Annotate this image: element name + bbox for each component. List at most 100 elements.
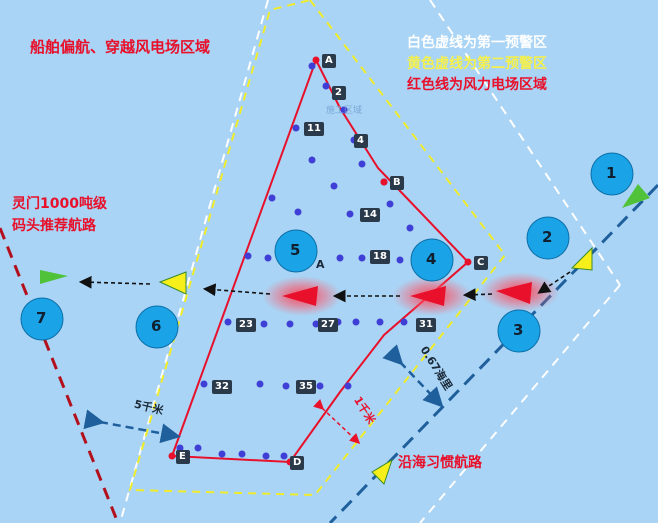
circle-label-6: 6	[151, 317, 162, 335]
turbine-marker	[268, 194, 276, 202]
turbine-marker	[406, 224, 414, 232]
circle-label-2: 2	[542, 228, 553, 246]
turbine-marker	[194, 444, 202, 452]
turbine-markers	[176, 62, 414, 460]
circle-bg-5	[274, 229, 318, 273]
circle-bg-1	[590, 152, 634, 196]
corner-dot	[312, 56, 320, 64]
faint-area-label: 施工区域	[326, 106, 363, 116]
turbine-marker	[358, 254, 366, 262]
turbine-tag-35: 35	[299, 381, 313, 392]
vessel-path-d	[202, 283, 271, 297]
tag-box-14	[360, 208, 380, 222]
tag-box-D	[290, 456, 304, 470]
turbine-tag-27: 27	[321, 319, 335, 330]
turbine-marker	[238, 450, 246, 458]
tag-box-27	[318, 318, 338, 332]
turbine-tag-2: 2	[335, 87, 342, 98]
turbine-marker	[322, 82, 330, 90]
turbine-marker	[294, 208, 302, 216]
tag-box-23	[236, 318, 256, 332]
turbine-marker	[344, 382, 352, 390]
circle-bg-6	[135, 305, 179, 349]
tag-box-2	[332, 86, 346, 100]
turbine-marker	[340, 106, 348, 114]
center-a-label: A	[316, 258, 325, 271]
tag-box-18	[370, 250, 390, 264]
turbine-marker	[224, 318, 232, 326]
tag-box-C	[474, 256, 488, 270]
legend-red: 红色线为风力电场区域	[407, 77, 547, 93]
vessel-green-1	[622, 184, 650, 208]
turbine-marker	[292, 124, 300, 132]
circle-bg-3	[497, 309, 541, 353]
turbine-tag-18: 18	[373, 251, 387, 262]
vessel-path-b	[462, 288, 493, 302]
turbine-marker	[286, 320, 294, 328]
tag-box-4	[354, 134, 368, 148]
turbine-marker	[312, 320, 320, 328]
left-red-dashed-line	[0, 227, 120, 523]
dist-5km-arrow	[83, 409, 181, 444]
vessel-red-2	[410, 286, 446, 306]
vessel-green-2	[40, 270, 68, 284]
turbine-marker	[264, 254, 272, 262]
circle-bg-4	[410, 238, 454, 282]
coastal-route-line	[328, 183, 658, 523]
turbine-marker	[400, 318, 408, 326]
tag-box-E	[176, 450, 190, 464]
turbine-marker	[282, 382, 290, 390]
corner-label-a: A	[325, 55, 333, 66]
turbine-marker	[386, 200, 394, 208]
first-warning-line-left	[119, 0, 269, 523]
corner-dot	[380, 178, 388, 186]
legend-yellow: 黄色虚线为第二预警区	[407, 56, 547, 72]
corner-dot	[168, 452, 176, 460]
tag-boxes	[176, 54, 488, 470]
turbine-tag-4: 4	[357, 135, 364, 146]
turbine-marker	[330, 182, 338, 190]
map-title: 船舶偏航、穿越风电场区域	[30, 38, 211, 56]
circle-bg-7	[20, 297, 64, 341]
vessel-path-a	[537, 271, 571, 294]
turbine-marker	[262, 452, 270, 460]
circle-bg-2	[526, 216, 570, 260]
vessel-yellow-3	[371, 458, 393, 485]
turbine-tag-14: 14	[363, 209, 377, 220]
turbine-marker	[260, 320, 268, 328]
second-warning-zone	[128, 0, 507, 497]
tag-box-32	[212, 380, 232, 394]
circle-label-5: 5	[290, 241, 301, 259]
vessel-red-1	[496, 282, 532, 304]
first-warning-line-right-bottom	[419, 284, 621, 523]
corner-label-c: C	[477, 257, 485, 268]
tag-box-B	[390, 176, 404, 190]
turbine-marker	[308, 156, 316, 164]
turbine-marker	[244, 252, 252, 260]
turbine-marker	[280, 452, 288, 460]
route-left-label: 灵门1000吨级 码头推荐航路	[12, 196, 107, 234]
corner-dot	[464, 258, 472, 266]
dist-067nm-arrow	[382, 344, 444, 408]
vessel-red-3	[282, 286, 318, 306]
turbine-tag-11: 11	[307, 123, 321, 134]
turbine-marker	[376, 318, 384, 326]
turbine-marker	[316, 382, 324, 390]
tag-box-11	[304, 122, 324, 136]
turbine-tag-31: 31	[419, 319, 433, 330]
vessel-yellow-1	[570, 246, 593, 271]
turbine-marker	[396, 256, 404, 264]
circle-label-3: 3	[513, 321, 524, 339]
turbine-tag-23: 23	[239, 319, 253, 330]
dist-1km-arrow	[312, 399, 361, 445]
circle-label-4: 4	[426, 250, 437, 268]
circle-label-7: 7	[36, 309, 47, 327]
turbine-marker	[352, 318, 360, 326]
corner-label-e: E	[179, 451, 186, 462]
tag-box-31	[416, 318, 436, 332]
turbine-tag-32: 32	[215, 381, 229, 392]
vessel-path-e	[78, 275, 151, 289]
tag-box-35	[296, 380, 316, 394]
